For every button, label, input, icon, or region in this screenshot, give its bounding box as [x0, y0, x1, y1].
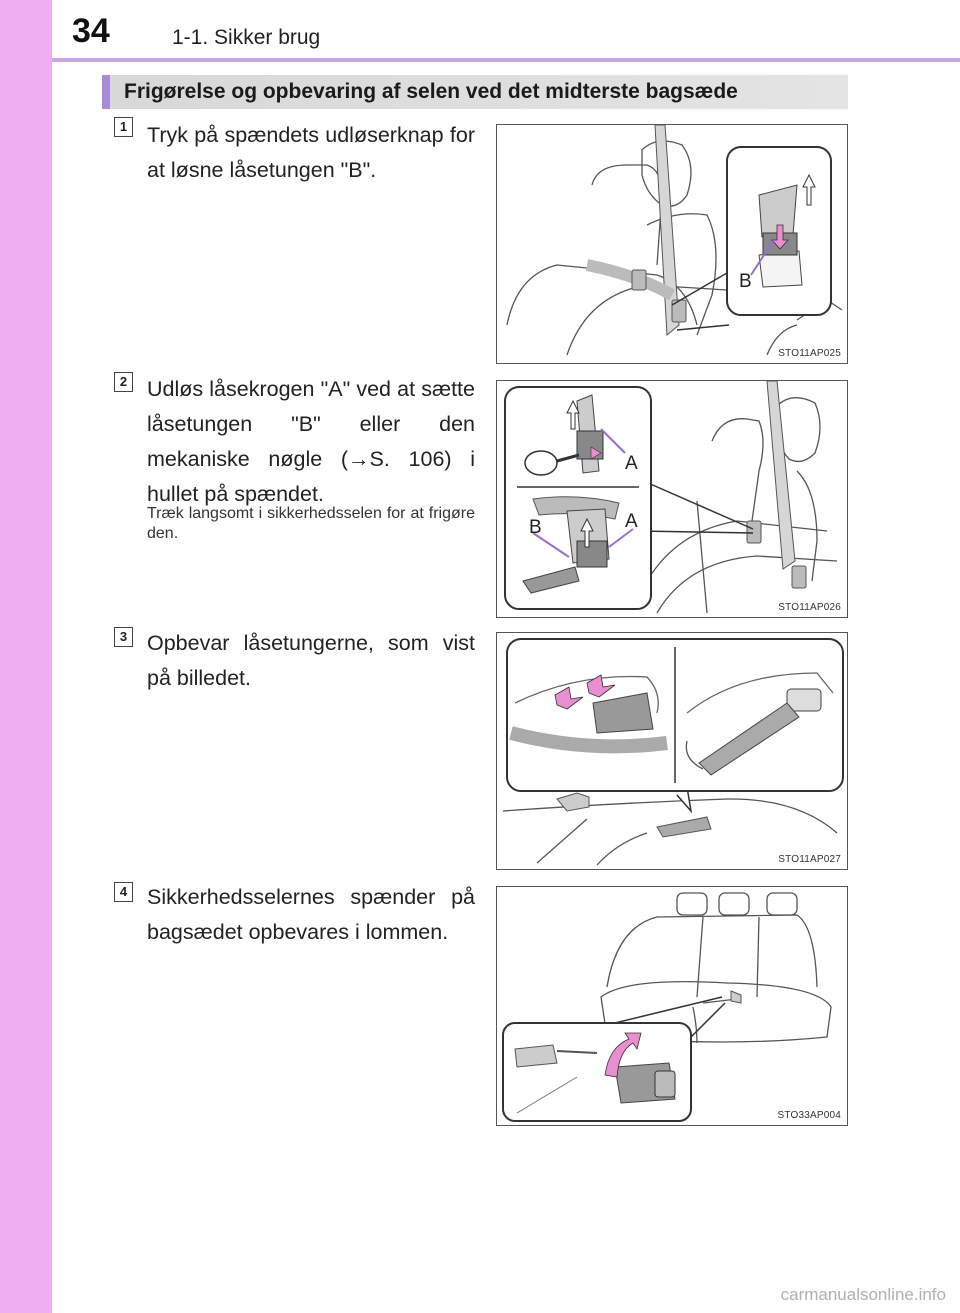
step-badge-3: 3 [114, 627, 133, 647]
label-A-top: A [625, 453, 638, 474]
step-2-text: Udløs låsekrogen "A" ved at sætte låsetu… [147, 372, 475, 512]
chapter-side-bar [0, 0, 52, 1313]
chapter-heading: 1-1. Sikker brug [172, 26, 321, 49]
illustration-step-2: A B A STO11AP026 [496, 380, 848, 618]
step-badge-1: 1 [114, 117, 133, 137]
illustration-code: STO33AP004 [777, 1110, 841, 1121]
section-title: Frigørelse og opbevaring af selen ved de… [124, 80, 738, 103]
page-number: 34 [72, 12, 110, 50]
step-2-text-part-1: Udløs låsekrogen "A" ved at sætte låsetu… [147, 377, 475, 471]
latch-plate-storage-drawing [502, 638, 844, 866]
header-rule [52, 58, 960, 62]
label-B: B [739, 271, 752, 292]
illustration-step-3: STO11AP027 [496, 632, 848, 870]
illustration-code: STO11AP027 [778, 854, 841, 865]
illustration-code: STO11AP026 [778, 602, 841, 613]
label-B: B [529, 517, 542, 538]
step-badge-4: 4 [114, 882, 133, 902]
step-1-text: Tryk på spændets udløserknap for at løsn… [147, 123, 475, 182]
label-A-bottom: A [625, 511, 638, 532]
footer-watermark: carmanualsonline.info [780, 1285, 946, 1304]
step-2-text-part-2: S. 106) i hullet på spændet. [147, 447, 475, 506]
seat-belt-release-drawing: A B A [504, 381, 838, 614]
cross-reference-arrow: → [348, 447, 370, 471]
illustration-step-4: STO33AP004 [496, 886, 848, 1126]
step-badge-2: 2 [114, 372, 133, 392]
rear-seat-buckle-pocket-drawing [502, 892, 832, 1122]
illustration-step-1: B STO11AP025 [496, 124, 848, 364]
section-banner: Frigørelse og opbevaring af selen ved de… [102, 75, 848, 109]
step-4-text: Sikkerhedsselernes spænder på bagsædet o… [147, 885, 475, 944]
step-2-note: Træk langsomt i sikkerhedsselen for at f… [147, 505, 475, 542]
seat-belt-buckle-drawing: B [506, 125, 843, 356]
step-3-text: Opbevar låsetungerne, som vist på billed… [147, 631, 475, 690]
illustration-code: STO11AP025 [778, 348, 841, 359]
